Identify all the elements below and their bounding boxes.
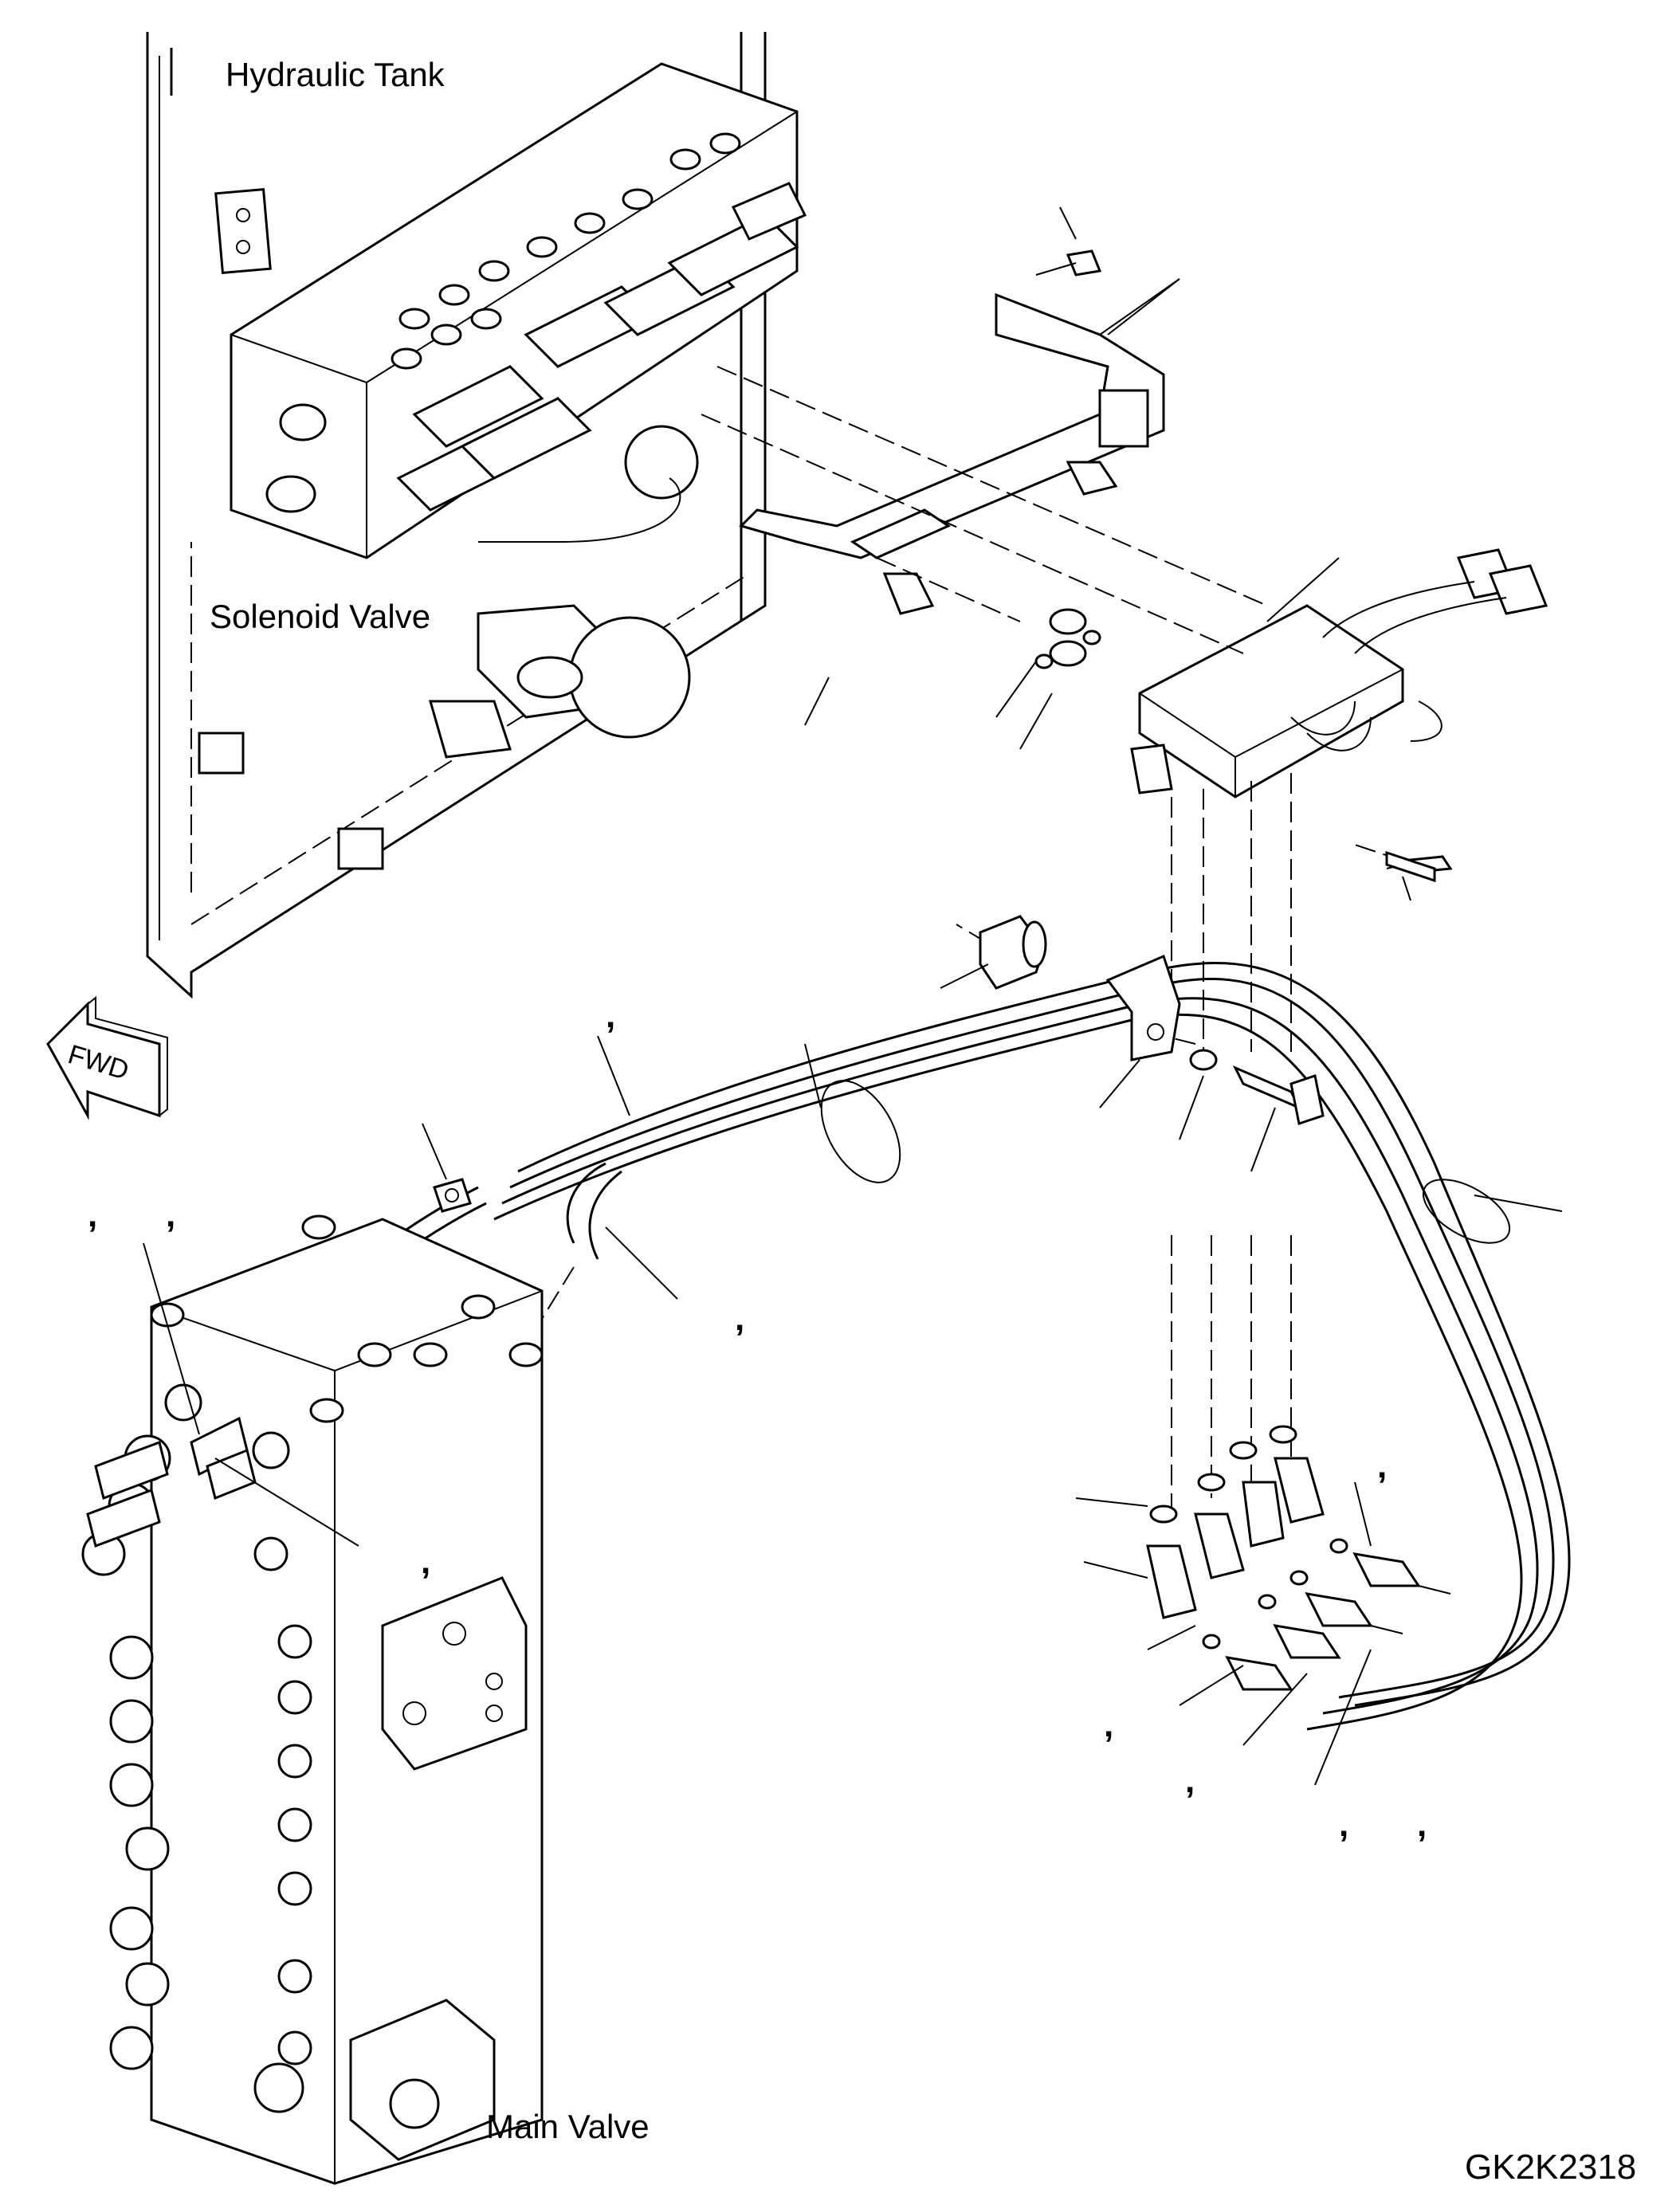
hydraulic-tank-label: Hydraulic Tank bbox=[226, 56, 445, 93]
main-valve-label: Main Valve bbox=[486, 2108, 650, 2145]
bracket bbox=[739, 206, 1180, 615]
separator-mark: , bbox=[1339, 1805, 1349, 1844]
fwd-arrow-icon bbox=[46, 995, 168, 1120]
separator-mark: , bbox=[735, 1299, 745, 1338]
separator-mark: , bbox=[606, 996, 616, 1035]
assembly-lines bbox=[509, 366, 1403, 1514]
fittings-group bbox=[1146, 1425, 1451, 1691]
pilot-valve-manifold bbox=[1034, 548, 1549, 874]
separator-mark: , bbox=[1377, 1446, 1388, 1485]
separator-mark: , bbox=[88, 1195, 98, 1234]
main-valve-body bbox=[81, 1214, 544, 2185]
separator-mark: , bbox=[1417, 1805, 1427, 1844]
separator-mark: , bbox=[421, 1542, 431, 1581]
separator-mark: , bbox=[166, 1195, 176, 1234]
leader-lines bbox=[143, 278, 1563, 1786]
separator-mark: , bbox=[1185, 1761, 1195, 1800]
solenoid-valve-label: Solenoid Valve bbox=[210, 598, 431, 635]
drawing-code: GK2K2318 bbox=[1465, 2148, 1637, 2187]
solenoid-valve-block bbox=[198, 62, 807, 870]
separator-mark: , bbox=[1104, 1705, 1114, 1744]
